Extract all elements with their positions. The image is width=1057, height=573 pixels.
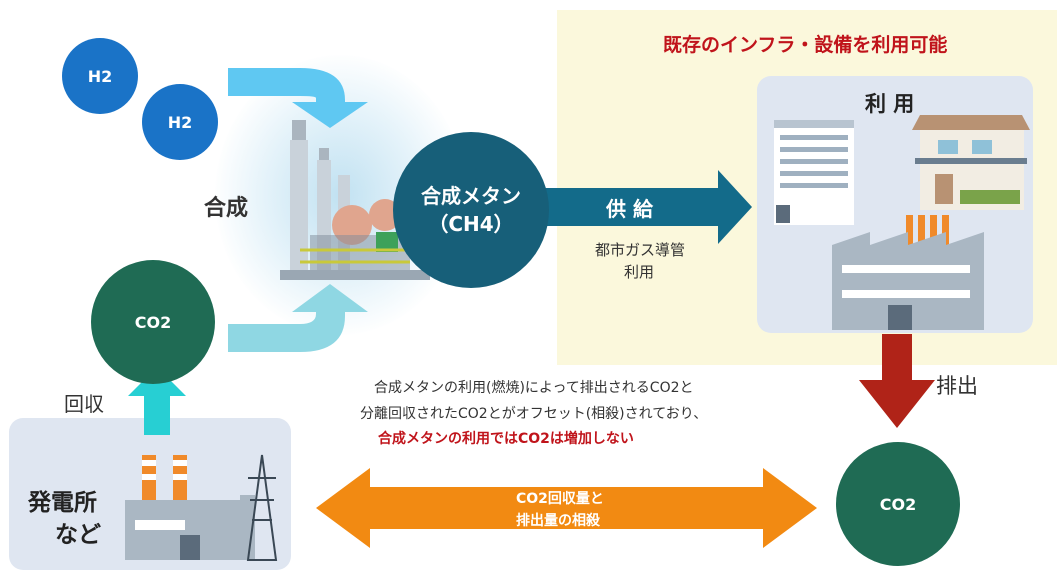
- supply-label: 供 給: [606, 197, 653, 221]
- description-highlight: 合成メタンの利用ではCO2は増加しない: [378, 431, 634, 447]
- emit-label: 排出: [936, 374, 978, 398]
- offset-label-line2: 排出量の相殺: [516, 513, 600, 529]
- synthesis-label: 合成: [204, 196, 249, 221]
- description-line1: 合成メタンの利用(燃焼)によって排出されるCO2と: [374, 380, 694, 396]
- plant-label-line1: 発電所: [28, 490, 97, 516]
- recover-arrow: [128, 367, 186, 435]
- factory-icon: [832, 215, 984, 330]
- supply-arrow: [545, 170, 752, 244]
- h2-label: H2: [87, 66, 113, 86]
- offset-double-arrow: [316, 468, 817, 548]
- recover-label: 回収: [64, 392, 104, 416]
- methane-name: 合成メタン: [421, 184, 521, 208]
- co2-circle-left: CO2: [91, 260, 215, 384]
- h2-label: H2: [167, 112, 193, 132]
- co2-label: CO2: [879, 494, 917, 514]
- chemical-plant-icon: [280, 120, 430, 280]
- infra-title: 既存のインフラ・設備を利用可能: [663, 34, 948, 56]
- h2-circle-bottom: H2: [142, 84, 218, 160]
- plant-label-line2: など: [55, 522, 101, 548]
- methane-circle: 合成メタン （CH4）: [393, 132, 549, 288]
- supply-sub-line1: 都市ガス導管: [595, 241, 686, 259]
- power-plant-icon: [125, 455, 255, 560]
- supply-sub-line2: 利用: [624, 263, 655, 281]
- co2-label: CO2: [134, 312, 172, 332]
- transmission-tower-icon: [246, 454, 278, 561]
- office-building-icon: [774, 120, 854, 225]
- methane-formula: （CH4）: [428, 212, 514, 236]
- co2-circle-right: CO2: [836, 442, 960, 566]
- h2-circle-top: H2: [62, 38, 138, 114]
- emit-arrow: [859, 334, 935, 428]
- description-line2: 分離回収されたCO2とがオフセット(相殺)されており、: [360, 406, 708, 422]
- h2-input-arrow: [228, 68, 368, 128]
- offset-label-line1: CO2回収量と: [516, 491, 604, 507]
- house-icon: [912, 115, 1030, 210]
- usage-title: 利 用: [865, 92, 915, 116]
- co2-input-arrow: [228, 284, 368, 352]
